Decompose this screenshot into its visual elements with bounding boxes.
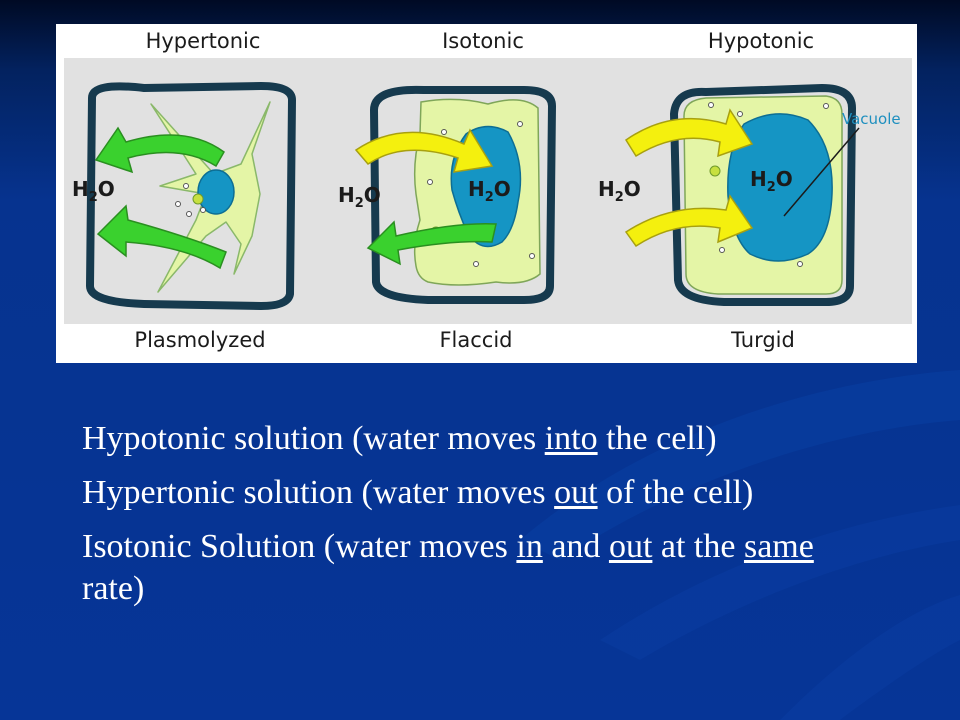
bullet-text: Hypotonic solution (water moves	[82, 420, 545, 457]
turgid-vacuole	[727, 113, 833, 262]
underlined-term: out	[554, 474, 598, 511]
bullet-text: and	[542, 528, 609, 565]
plasmolyzed-cell: H2O	[72, 82, 296, 310]
label-plasmolyzed: Plasmolyzed	[134, 328, 265, 352]
arrow-out-bottom	[96, 204, 227, 270]
bullet-text: Isotonic Solution (water moves	[82, 528, 517, 565]
bullet-isotonic: Isotonic Solution (water moves in and ou…	[82, 526, 882, 610]
underlined-term: in	[516, 528, 543, 565]
bullet-text: rate)	[82, 570, 145, 607]
vacuole-label: Vacuole	[842, 110, 901, 128]
arrow-in-yellow	[354, 128, 494, 173]
h2o-label-vacuole-2: H2O	[468, 177, 511, 205]
label-hypertonic: Hypertonic	[146, 29, 261, 53]
label-isotonic: Isotonic	[442, 29, 524, 53]
label-turgid: Turgid	[730, 328, 795, 352]
arrow-out-green	[366, 220, 497, 266]
h2o-label-1: H2O	[72, 177, 115, 205]
underlined-term: out	[608, 528, 653, 565]
arrow-in-bottom	[624, 194, 754, 248]
flaccid-cell: H2O H2O	[338, 85, 556, 304]
underlined-term: into	[544, 420, 598, 457]
vacuole-pointer-line	[783, 127, 860, 217]
osmosis-diagram: Hypertonic Isotonic Hypotonic Plasmolyze…	[56, 24, 917, 363]
label-hypotonic: Hypotonic	[708, 29, 814, 53]
bullet-list: Hypotonic solution (water moves into the…	[82, 418, 882, 622]
bullet-text: at the	[652, 528, 744, 565]
shrunken-vacuole	[197, 169, 235, 215]
label-flaccid: Flaccid	[439, 328, 512, 352]
underlined-term: same	[743, 528, 814, 565]
h2o-label-3: H2O	[598, 177, 641, 205]
arrow-in-top	[624, 108, 754, 158]
bullet-hypotonic: Hypotonic solution (water moves into the…	[82, 418, 882, 460]
bullet-hypertonic: Hypertonic solution (water moves out of …	[82, 472, 882, 514]
bullet-text: Hypertonic solution (water moves	[82, 474, 555, 511]
turgid-cell: H2O H2O Vacuole	[598, 84, 901, 306]
bullet-text: of the cell)	[597, 474, 754, 511]
h2o-label-vacuole-3: H2O	[750, 167, 793, 195]
bullet-text: the cell)	[597, 420, 717, 457]
arrow-out-top	[94, 126, 225, 174]
h2o-label-2: H2O	[338, 183, 381, 211]
